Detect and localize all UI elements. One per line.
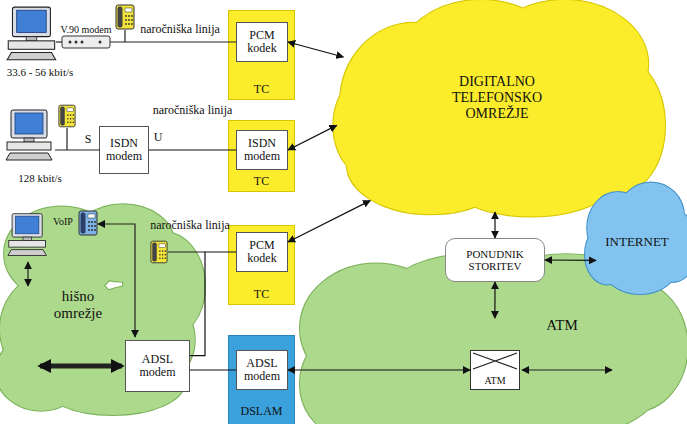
node-text: TC [254, 83, 269, 96]
modem-box: ISDN modem [99, 126, 149, 174]
switch-cross [473, 353, 517, 369]
codec-box: PCM kodek [236, 22, 288, 62]
label-holder: naročniška linija [140, 23, 220, 36]
wire [55, 149, 100, 150]
text-label: U [154, 131, 163, 144]
node-text: PONUDNIK STORITEV [449, 248, 541, 273]
connector [190, 252, 236, 356]
node-text: PCM kodek [240, 239, 284, 266]
node-text: hišno omrežje [42, 288, 114, 322]
phone-icon [59, 105, 75, 127]
wire [66, 128, 67, 150]
voip-phone-icon [79, 211, 97, 235]
wire [168, 251, 205, 252]
node-text: ISDN modem [103, 137, 145, 164]
text-label: S [85, 133, 92, 146]
label-holder: VoIP [53, 216, 73, 227]
modem-box: ISDN modem [236, 130, 288, 170]
computer-icon [6, 110, 52, 160]
label-holder: S [85, 133, 92, 146]
node-text: INTERNET [605, 235, 669, 250]
lan-arrow [98, 224, 135, 337]
dslam-box: DSLAM ADSL modem [228, 335, 295, 424]
node-text: DIGITALNO TELEFONSKO OMREŽJE [442, 74, 552, 121]
phone-icon [116, 5, 134, 29]
codec-box: PCM kodek [236, 232, 288, 272]
node-text: TC [254, 175, 269, 188]
thick-lan-arrow [40, 364, 122, 369]
node-text: ATM [546, 317, 578, 334]
connector [288, 125, 337, 150]
edge-label: naročniška linija [153, 104, 233, 117]
connector [545, 259, 596, 261]
subscriber-line [110, 41, 236, 42]
atm-switch: ATM [470, 350, 520, 390]
connector [494, 282, 495, 318]
text-label: naročniška linija [150, 219, 230, 232]
modem-box: ADSL modem [125, 340, 190, 392]
wire [124, 30, 125, 42]
label-holder: 128 kbit/s [18, 172, 62, 184]
text-label: VoIP [53, 216, 73, 227]
v90-modem [62, 36, 110, 48]
connector [288, 369, 470, 370]
label-holder: 33.6 - 56 kbit/s [7, 66, 74, 78]
connector [494, 212, 495, 238]
node-text: ISDN modem [240, 137, 284, 164]
provider-box: PONUDNIK STORITEV [445, 238, 545, 282]
label-holder: naročniška linija [153, 104, 233, 117]
exchange-box: TC ISDN modem [228, 120, 295, 192]
text-label: 128 kbit/s [18, 172, 62, 184]
node-text: ATM [484, 375, 505, 386]
node-text: PCM kodek [240, 29, 284, 56]
label-holder: naročniška linija [150, 219, 230, 232]
label-holder: U [154, 131, 163, 144]
internet-cloud: INTERNET [585, 180, 687, 300]
connector [288, 201, 370, 242]
node-text: TC [254, 288, 269, 301]
node-text: ADSL modem [240, 357, 284, 384]
exchange-box: TC PCM kodek [228, 10, 295, 100]
node-text: DSLAM [240, 405, 282, 418]
text-label: naročniška linija [140, 23, 220, 36]
lan-arrow [27, 262, 28, 286]
label-holder: V.90 modem [61, 24, 112, 35]
phone-icon [151, 241, 167, 263]
exchange-box: TC PCM kodek [228, 225, 295, 305]
atm-arrow [522, 369, 612, 370]
connector [149, 149, 236, 150]
computer-icon [7, 7, 56, 60]
modem-box: ADSL modem [236, 350, 288, 390]
wires [28, 30, 612, 370]
wire [56, 41, 62, 42]
text-label: V.90 modem [61, 24, 112, 35]
text-label: 33.6 - 56 kbit/s [7, 66, 74, 78]
connector [288, 42, 343, 57]
node-text: ADSL modem [130, 353, 186, 380]
connector [190, 369, 236, 370]
computer-icon [8, 214, 46, 256]
